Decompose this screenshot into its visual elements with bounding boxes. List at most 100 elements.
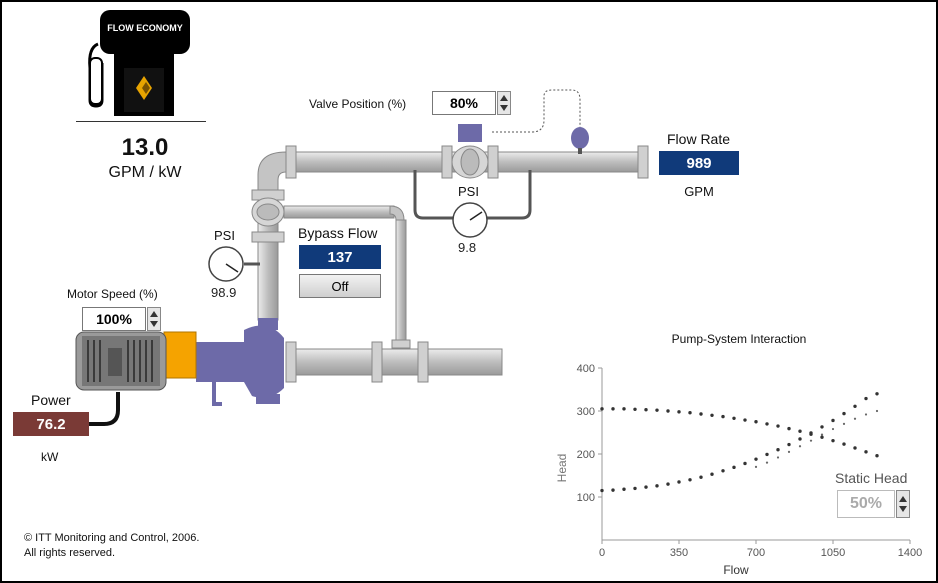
data-point — [721, 469, 725, 473]
data-point — [798, 445, 802, 448]
data-point — [710, 413, 714, 417]
data-point — [864, 450, 868, 454]
data-point — [666, 409, 670, 413]
static-head-label: Static Head — [835, 470, 908, 486]
data-point — [611, 407, 615, 411]
valve-position-stepper[interactable] — [497, 91, 511, 115]
data-point — [776, 448, 780, 452]
valve-position-label: Valve Position (%) — [309, 97, 407, 111]
data-point — [875, 409, 879, 413]
stepper-up-icon[interactable] — [150, 311, 158, 317]
stepper-down-icon[interactable] — [500, 105, 508, 111]
static-head-input[interactable]: 50% — [837, 490, 895, 518]
data-point — [787, 426, 791, 431]
x-tick-label: 1400 — [898, 547, 922, 559]
data-point — [633, 486, 637, 491]
psi-left-value: 98.9 — [211, 285, 237, 300]
data-point — [710, 472, 714, 476]
data-point — [644, 408, 648, 412]
data-point — [820, 433, 824, 436]
valve-position-input[interactable]: 80% — [432, 91, 496, 115]
data-point — [600, 488, 604, 493]
flow-rate-unit: GPM — [684, 184, 714, 199]
data-point — [875, 392, 879, 396]
bypass-toggle-button[interactable]: Off — [299, 274, 381, 298]
y-tick-label: 400 — [577, 363, 595, 375]
data-point — [732, 465, 736, 470]
divider — [76, 121, 206, 122]
data-point — [688, 411, 692, 415]
data-point — [666, 482, 670, 486]
data-point — [853, 446, 857, 450]
bypass-flow-readout: 137 — [299, 245, 381, 269]
y-tick-label: 300 — [577, 406, 595, 418]
data-point — [776, 456, 780, 459]
x-tick-label: 0 — [599, 547, 605, 559]
power-label: Power — [31, 392, 71, 408]
data-point — [842, 411, 846, 416]
data-point — [776, 424, 780, 428]
data-point — [699, 475, 703, 479]
data-point — [644, 485, 648, 489]
data-point — [677, 480, 681, 484]
stepper-up-icon[interactable] — [500, 95, 508, 101]
flow-rate-readout: 989 — [659, 151, 739, 175]
bypass-flow-label: Bypass Flow — [298, 225, 378, 241]
data-point — [633, 407, 637, 411]
y-tick-label: 200 — [577, 449, 595, 461]
data-point — [622, 407, 626, 411]
x-tick-label: 1050 — [821, 547, 845, 559]
motor-speed-label: Motor Speed (%) — [67, 287, 158, 301]
data-point — [743, 461, 747, 466]
data-point — [853, 404, 857, 408]
data-point — [765, 452, 769, 457]
data-point — [721, 414, 725, 419]
power-unit: kW — [41, 450, 59, 464]
data-point — [864, 396, 868, 401]
copyright-line1: © ITT Monitoring and Control, 2006. — [24, 532, 200, 544]
data-point — [622, 487, 626, 491]
economy-unit: GPM / kW — [108, 164, 182, 181]
x-tick-label: 350 — [670, 547, 688, 559]
data-point — [787, 450, 791, 453]
y-axis-label: Head — [555, 454, 569, 483]
data-point — [809, 439, 813, 442]
data-point — [754, 457, 758, 461]
chart-title: Pump-System Interaction — [671, 332, 807, 346]
stepper-up-icon[interactable] — [899, 496, 907, 502]
fuel-pump-icon — [88, 10, 190, 116]
data-point — [798, 437, 802, 441]
psi-right-value: 9.8 — [458, 240, 477, 255]
data-point — [798, 429, 802, 433]
data-point — [842, 442, 846, 446]
data-point — [864, 413, 868, 416]
data-point — [809, 431, 813, 435]
data-point — [655, 484, 659, 488]
data-point — [688, 478, 692, 482]
stepper-down-icon[interactable] — [150, 321, 158, 327]
data-point — [831, 438, 835, 443]
data-point — [831, 427, 835, 431]
psi-right-label: PSI — [458, 184, 479, 199]
data-point — [655, 408, 659, 412]
x-tick-label: 700 — [747, 547, 765, 559]
power-readout: 76.2 — [13, 412, 89, 436]
x-axis-label: Flow — [723, 563, 749, 577]
data-point — [743, 418, 747, 422]
data-point — [677, 410, 681, 414]
data-point — [820, 425, 824, 429]
data-point — [820, 435, 824, 439]
economy-value: 13.0 — [121, 134, 169, 161]
data-point — [600, 407, 604, 411]
static-head-stepper[interactable] — [896, 490, 910, 518]
data-point — [611, 488, 615, 492]
flow-rate-label: Flow Rate — [667, 131, 731, 147]
motor-speed-stepper[interactable] — [147, 307, 161, 331]
motor-speed-input[interactable]: 100% — [82, 307, 146, 331]
psi-left-label: PSI — [214, 228, 235, 243]
stepper-down-icon[interactable] — [899, 506, 907, 512]
data-point — [787, 442, 791, 447]
data-point — [765, 422, 769, 426]
